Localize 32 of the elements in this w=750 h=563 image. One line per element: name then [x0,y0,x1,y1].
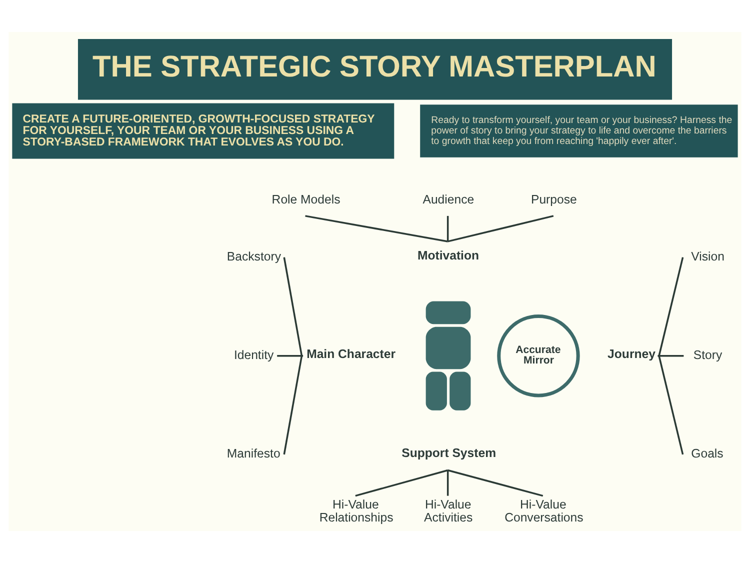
node-text: Goals [691,446,724,461]
node-text: Hi-Value Conversations [504,497,584,524]
node-text: Backstory [226,250,281,264]
node-text: Hi-Value Activities [424,497,473,524]
node-text: Audience [422,192,474,206]
node-circle: Accurate Mirror [497,314,580,398]
connector [448,469,544,497]
connector [283,257,303,356]
connector [448,215,554,242]
node-text: Support System [402,446,496,460]
node-text: Hi-Value Relationships [319,497,394,524]
connector [446,470,449,496]
node-text: Main Character [306,347,396,362]
label: Ready to transform yourself, your team or your business? Harness the power of story to bring your strategy to life and overcome the barriers to growth that keep you from reaching 'happily ever after'. [431,114,732,148]
connector [658,354,684,357]
node-text: Journey [608,347,656,362]
node-text: Story [693,348,722,362]
connector [446,216,449,242]
diagram-title: THE STRATEGIC STORY MASTERPLAN [92,50,656,84]
connector [658,257,684,356]
label: CREATE A FUTURE-ORIENTED, GROWTH-FOCUSED STRATEGY FOR YOURSELF, YOUR TEAM OR YOUR BUSINESS USING A STORY-BASED FRAMEWORK THAT EVOLVES AS YOU DO. [22,114,375,148]
connector [283,356,303,455]
connector [277,354,304,357]
connector [658,356,684,455]
node-text: Manifesto [226,446,280,461]
node-text: Vision [691,250,724,264]
node-text: Motivation [417,248,480,263]
connector [355,469,448,497]
node-text: Identity [234,348,274,362]
node-text: Role Models [272,192,340,206]
node-text: Purpose [530,192,577,206]
connector [305,215,448,242]
